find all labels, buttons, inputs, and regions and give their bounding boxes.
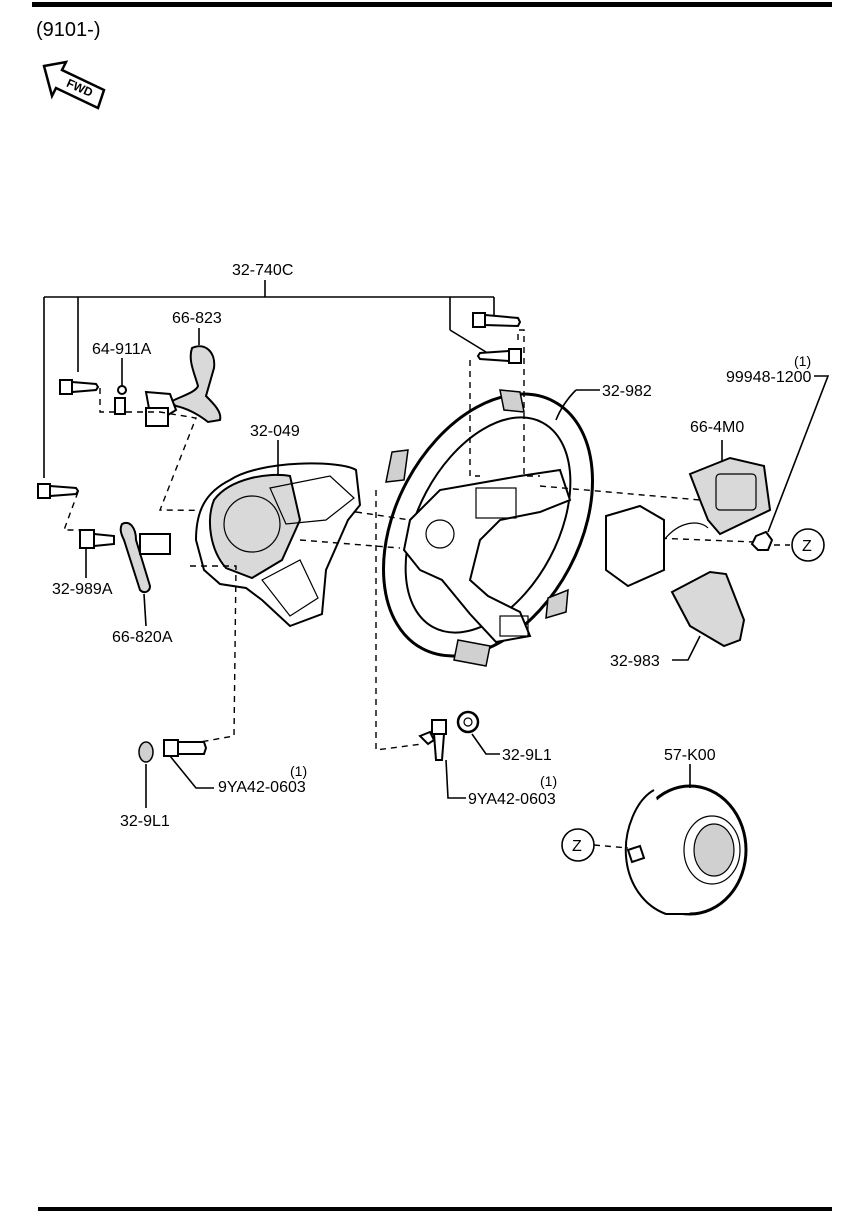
washer-icon (456, 710, 480, 734)
label-z-right: Z (802, 538, 812, 555)
label-32-9L1-left: 32-9L1 (120, 813, 170, 830)
bolt-icon (472, 312, 522, 328)
label-9YA42-0603-right-qty: (1) (540, 773, 557, 789)
label-66-4M0: 66-4M0 (690, 419, 744, 436)
label-99948-1200: 99948-1200 (726, 369, 812, 386)
leader-32-740C (43, 280, 495, 478)
label-99948-1200-qty: (1) (794, 353, 811, 369)
washer-icon (138, 741, 154, 763)
clip-64-911A (114, 385, 127, 415)
rear-cover-32-049 (194, 462, 362, 628)
label-66-820A: 66-820A (112, 629, 173, 646)
steering-wheel-32-982 (382, 389, 594, 667)
label-z-left: Z (572, 838, 582, 855)
bolt-icon (476, 348, 522, 364)
label-32-9L1-right: 32-9L1 (502, 747, 552, 764)
label-9YA42-0603-left: 9YA42-0603 (218, 779, 306, 796)
label-32-989A: 32-989A (52, 581, 113, 598)
paddle-66-820A (119, 522, 171, 594)
label-9YA42-0603-right: 9YA42-0603 (468, 791, 556, 808)
bolt-icon (418, 719, 447, 761)
nut-icon (750, 530, 774, 551)
bolt-icon (37, 483, 80, 499)
bolt-icon (163, 739, 208, 757)
cover-32-983 (670, 570, 746, 648)
fwd-arrow-icon: FWD (42, 60, 106, 110)
label-32-982: 32-982 (602, 383, 652, 400)
part-32-989A (79, 529, 115, 549)
bolt-icon (59, 379, 100, 395)
label-66-823: 66-823 (172, 310, 222, 327)
label-64-911A: 64-911A (92, 341, 152, 358)
label-9YA42-0603-left-qty: (1) (290, 763, 307, 779)
reference-z-right (791, 528, 825, 562)
label-32-983: 32-983 (610, 653, 660, 670)
top-rule (32, 2, 832, 7)
label-32-049: 32-049 (250, 423, 300, 440)
series-label: (9101-) (36, 19, 100, 41)
bottom-rule (38, 1207, 832, 1211)
label-32-740C: 32-740C (232, 262, 293, 279)
airbag-57-K00 (624, 784, 748, 916)
label-57-K00: 57-K00 (664, 747, 716, 764)
paddle-66-823 (144, 345, 222, 427)
switch-66-4M0 (605, 456, 772, 588)
